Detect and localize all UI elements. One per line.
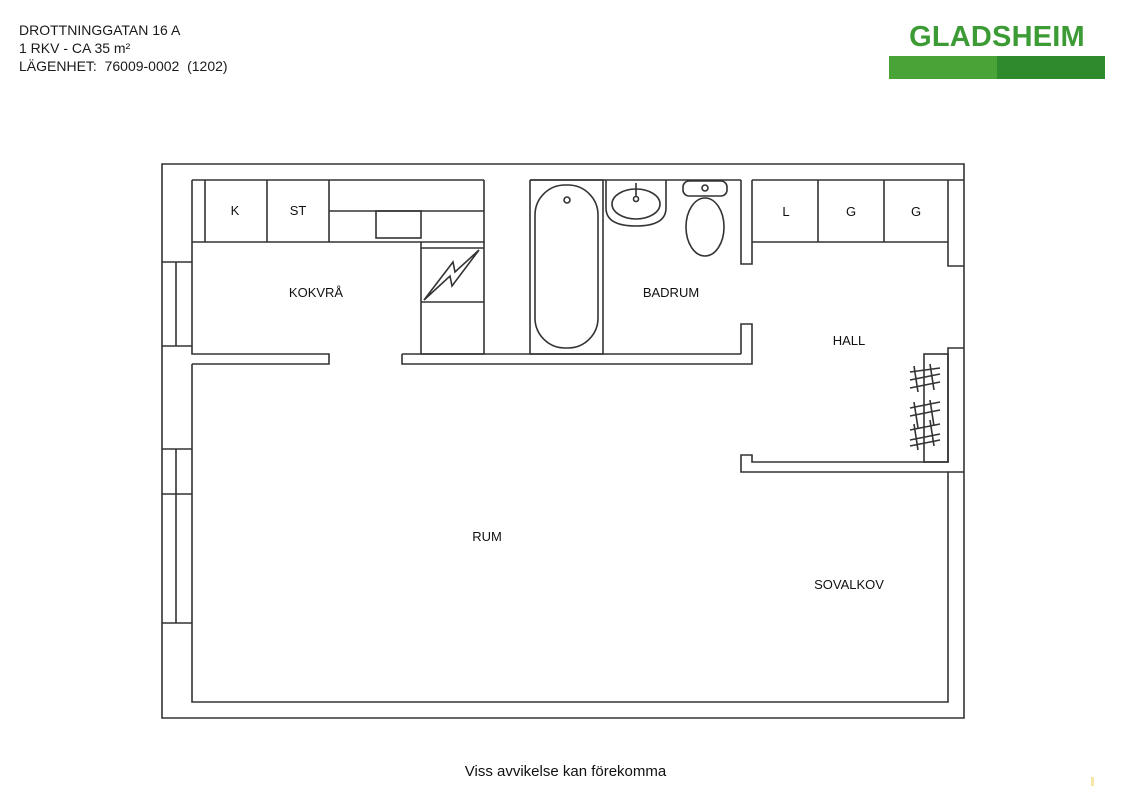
bathroom-walls xyxy=(530,179,741,355)
room-label-hall: HALL xyxy=(833,333,866,348)
room-labels: KOKVRÅ BADRUM HALL RUM SOVALKOV K ST L G… xyxy=(231,203,921,592)
electric-symbol xyxy=(423,249,480,301)
toilet-tank xyxy=(682,180,728,197)
closet-label-l: L xyxy=(782,204,789,219)
header-info: DROTTNINGGATAN 16 A 1 RKV - CA 35 m² LÄG… xyxy=(19,21,228,75)
brand-logo: GLADSHEIM xyxy=(889,20,1105,79)
brand-name: GLADSHEIM xyxy=(909,21,1085,53)
kitchen-sink xyxy=(375,210,422,239)
corner-mark xyxy=(1091,777,1094,786)
toilet-button xyxy=(701,184,709,192)
bathtub-basin xyxy=(534,184,599,349)
room-label-sovalkov: SOVALKOV xyxy=(814,577,884,592)
interior-wall-left xyxy=(191,364,964,703)
apartment-id-text: LÄGENHET: 76009-0002 (1202) xyxy=(19,58,228,74)
wardrobe-hangers xyxy=(909,363,941,451)
bathtub xyxy=(530,179,604,355)
hall-closets xyxy=(752,179,964,267)
room-label-rum: RUM xyxy=(472,529,502,544)
room-label-kokvra: KOKVRÅ xyxy=(289,285,344,300)
cabinet-label-st: ST xyxy=(290,203,307,218)
washbasin xyxy=(605,180,667,227)
apartment-size-text: 1 RKV - CA 35 m² xyxy=(19,40,131,56)
brand-bar xyxy=(889,56,1105,79)
wardrobe xyxy=(923,353,949,463)
brand-bar-segment-dark xyxy=(997,56,1105,79)
closet-label-g1: G xyxy=(846,204,856,219)
toilet-bowl xyxy=(685,197,725,257)
address-text: DROTTNINGGATAN 16 A xyxy=(19,22,181,38)
interior-wall-top xyxy=(191,179,484,365)
room-label-badrum: BADRUM xyxy=(643,285,699,300)
brand-bar-segment-light xyxy=(889,56,997,79)
stove xyxy=(420,242,485,355)
window-lower-left xyxy=(162,448,193,624)
washbasin-drain xyxy=(632,195,640,203)
exterior-wall xyxy=(161,163,965,719)
bathtub-drain xyxy=(563,196,571,204)
closet-label-g2: G xyxy=(911,204,921,219)
window-upper-left xyxy=(162,261,193,347)
cabinet-label-k: K xyxy=(231,203,240,218)
disclaimer-note: Viss avvikelse kan förekomma xyxy=(464,763,667,780)
